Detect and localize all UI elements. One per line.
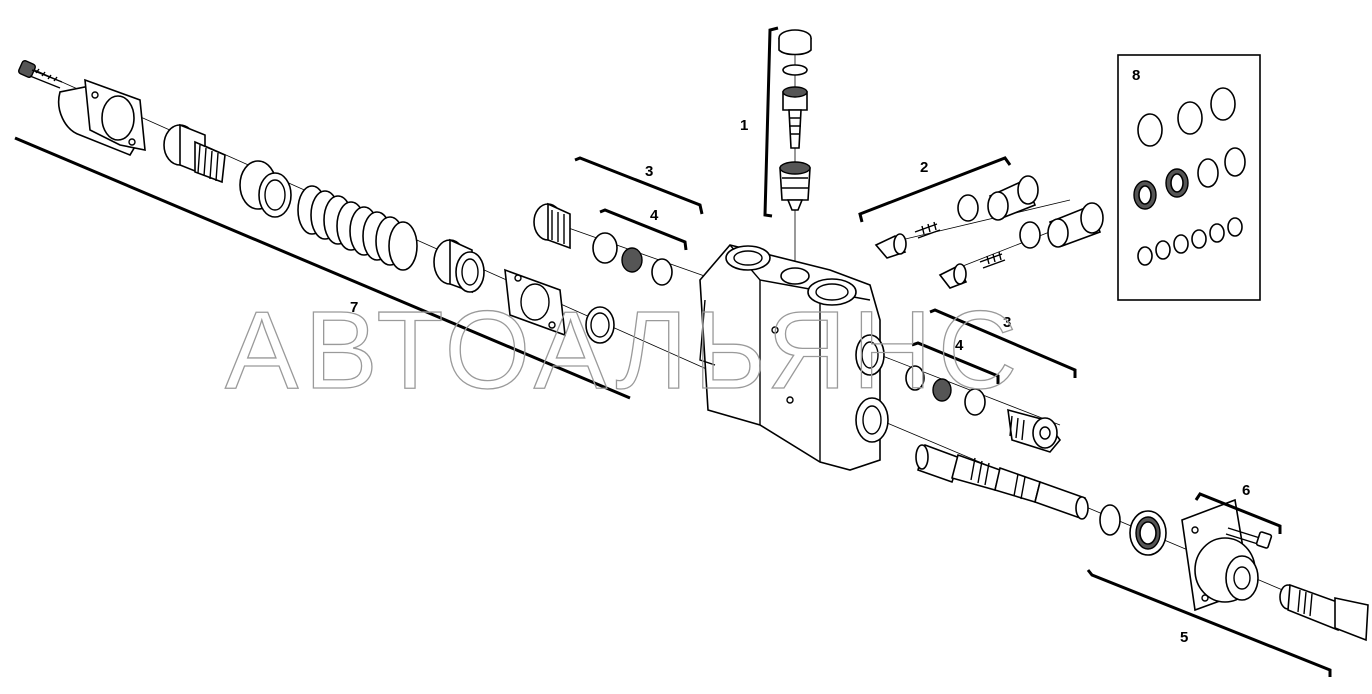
- callout-1: 1: [740, 117, 748, 134]
- o-ring-right-part: [905, 365, 925, 391]
- group-2-bracket: [858, 156, 1012, 223]
- callout-3a: 3: [645, 163, 653, 180]
- end-cap-part: [58, 78, 146, 156]
- top-valve-stack: 1: [740, 26, 812, 218]
- screw-part: [18, 60, 63, 89]
- spring-cup-part: [239, 160, 292, 218]
- clevis-end-part: [1279, 583, 1369, 642]
- callout-4b: 4: [955, 337, 964, 354]
- spring-part: [297, 185, 418, 271]
- mid-left-plug-group: 3 4: [533, 156, 704, 286]
- o-ring-part: [592, 232, 618, 264]
- o-ring-small-part: [651, 258, 673, 286]
- spool-part: [915, 443, 1089, 520]
- seal-kit-box: 8: [1117, 54, 1261, 301]
- upper-right-axis-a: [879, 199, 1071, 246]
- callout-4a: 4: [650, 207, 659, 224]
- top-cap-part: [778, 29, 812, 56]
- top-insert-part: [779, 161, 811, 211]
- group-4-bracket-a: [599, 208, 688, 251]
- watermark-text: АВТОАЛЬЯНС: [225, 289, 1023, 412]
- group-7-bracket: [14, 136, 631, 400]
- callout-3b: 3: [1003, 314, 1011, 331]
- group-1-bracket: [763, 26, 779, 218]
- spring-cup-2-part: [433, 238, 485, 294]
- check-valve-a: [874, 175, 1039, 259]
- right-flange-cap-part: [1181, 498, 1259, 612]
- callout-6: 6: [1242, 482, 1250, 499]
- o-ring-right-2-part: [964, 388, 986, 416]
- backup-ring-part: [621, 247, 643, 273]
- callout-8: 8: [1132, 67, 1140, 84]
- group-6-bracket: [1194, 492, 1282, 534]
- group-4-bracket-b: [911, 341, 1000, 384]
- right-screw-part: [1225, 527, 1273, 549]
- valve-body-part: [699, 244, 889, 471]
- group-3-bracket-b: [929, 308, 1077, 378]
- threaded-plug-part: [163, 123, 226, 184]
- relief-plug-part: [533, 202, 571, 250]
- mid-left-axis: [559, 224, 731, 286]
- right-seal-part: [1129, 510, 1167, 556]
- seal-kit-frame: [1117, 54, 1261, 301]
- relief-plug-right-part: [1007, 408, 1062, 453]
- left-spool-assembly: 7: [14, 60, 631, 400]
- seal-ring-part: [585, 306, 615, 344]
- backup-ring-right-part: [932, 378, 952, 402]
- group-5-bracket: [1086, 569, 1332, 677]
- upper-right-check-valves: 2: [858, 156, 1104, 289]
- check-valve-b: [938, 202, 1104, 289]
- right-end-assembly: 6 5: [1086, 482, 1369, 677]
- top-poppet-part: [782, 86, 808, 149]
- callout-7: 7: [350, 299, 358, 316]
- top-o-ring-part: [782, 64, 808, 76]
- callout-2: 2: [920, 159, 928, 176]
- right-o-ring-part: [1099, 504, 1121, 536]
- callout-5: 5: [1180, 629, 1188, 646]
- group-3-bracket-a: [574, 156, 704, 215]
- gasket-plate-part: [504, 268, 566, 337]
- mid-right-plug-group: 3 4: [905, 308, 1077, 453]
